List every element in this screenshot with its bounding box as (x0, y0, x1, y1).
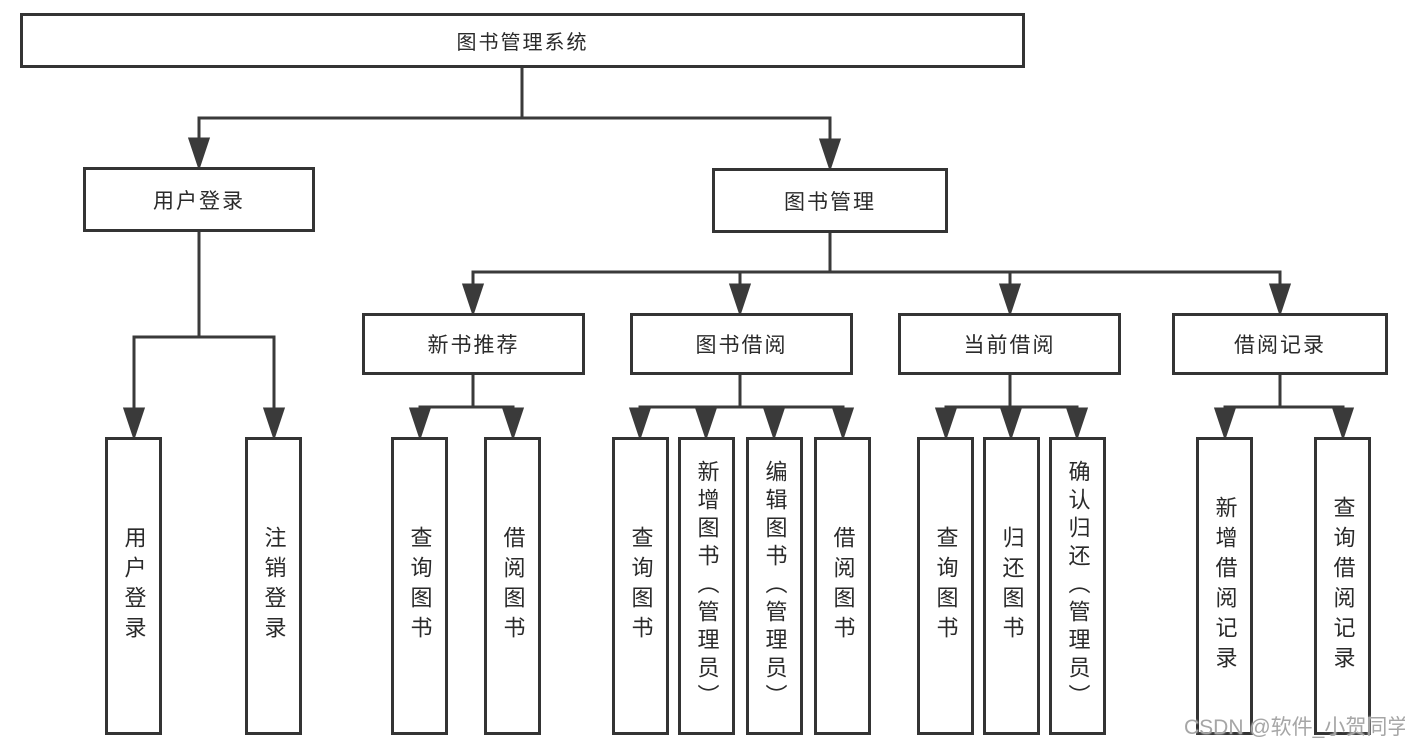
leaf-add-book-admin-label: 新增图书（管理员） (694, 460, 720, 712)
leaf-query-books-recommend: 查询图书 (391, 437, 448, 735)
leaf-borrow-books-recommend: 借阅图书 (484, 437, 541, 735)
connector-current-borrow (934, 373, 1089, 441)
connector-borrow-records (1213, 373, 1355, 441)
leaf-return-book-label: 归还图书 (999, 526, 1025, 646)
leaf-edit-book-admin: 编辑图书（管理员） (746, 437, 803, 735)
leaf-borrow-books: 借阅图书 (814, 437, 871, 735)
connector-book-management (461, 231, 1292, 317)
node-library-management-system-label: 图书管理系统 (456, 32, 589, 54)
leaf-query-books-recommend-label: 查询图书 (407, 526, 433, 646)
connector-book-borrow (628, 373, 855, 441)
connector-root (187, 66, 842, 172)
node-book-borrow: 图书借阅 (630, 313, 853, 375)
node-user-login: 用户登录 (83, 167, 315, 232)
leaf-query-borrow-record-label: 查询借阅记录 (1330, 496, 1356, 676)
csdn-watermark: CSDN @软件_小贺同学 (1184, 716, 1405, 739)
node-borrow-records-label: 借阅记录 (1234, 334, 1326, 357)
leaf-logout: 注销登录 (245, 437, 302, 735)
node-book-management-label: 图书管理 (784, 190, 876, 214)
node-book-borrow-label: 图书借阅 (695, 334, 788, 357)
leaf-user-login: 用户登录 (105, 437, 162, 735)
node-new-book-recommend: 新书推荐 (362, 313, 585, 375)
leaf-query-books-current: 查询图书 (917, 437, 974, 735)
leaf-query-borrow-record: 查询借阅记录 (1314, 437, 1371, 735)
connector-new-book (408, 373, 525, 441)
leaf-add-borrow-record: 新增借阅记录 (1196, 437, 1253, 735)
node-current-borrow-label: 当前借阅 (963, 334, 1056, 357)
leaf-query-books-borrow-label: 查询图书 (628, 526, 654, 646)
node-library-management-system: 图书管理系统 (20, 13, 1025, 68)
node-book-management: 图书管理 (712, 168, 948, 233)
node-borrow-records: 借阅记录 (1172, 313, 1388, 375)
leaf-borrow-books-recommend-label: 借阅图书 (500, 526, 526, 646)
connector-user-login (122, 230, 286, 441)
leaf-confirm-return-admin: 确认归还（管理员） (1049, 437, 1106, 735)
leaf-return-book: 归还图书 (983, 437, 1040, 735)
leaf-query-books-current-label: 查询图书 (933, 526, 959, 646)
leaf-borrow-books-label: 借阅图书 (830, 526, 856, 646)
leaf-query-books-borrow: 查询图书 (612, 437, 669, 735)
node-user-login-label: 用户登录 (153, 189, 245, 213)
leaf-user-login-label: 用户登录 (121, 526, 147, 646)
leaf-add-borrow-record-label: 新增借阅记录 (1212, 496, 1238, 676)
leaf-add-book-admin: 新增图书（管理员） (678, 437, 735, 735)
node-new-book-recommend-label: 新书推荐 (427, 334, 520, 357)
leaf-logout-label: 注销登录 (261, 526, 287, 646)
leaf-edit-book-admin-label: 编辑图书（管理员） (762, 460, 788, 712)
leaf-confirm-return-admin-label: 确认归还（管理员） (1065, 460, 1091, 712)
node-current-borrow: 当前借阅 (898, 313, 1121, 375)
